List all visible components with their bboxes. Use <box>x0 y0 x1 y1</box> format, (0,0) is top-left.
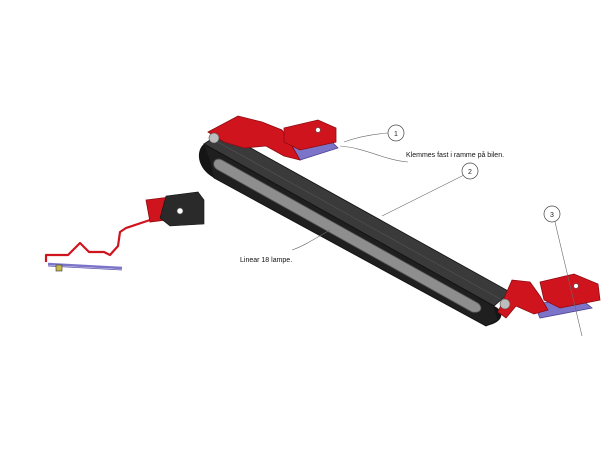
bracket-right-arm <box>497 279 549 319</box>
side-screw <box>55 264 63 272</box>
lamp-bar-end-right <box>486 306 502 326</box>
callout-2-circle <box>461 162 479 180</box>
bracket-left-hole <box>315 127 321 133</box>
bracket-left-pivot <box>208 132 220 144</box>
callout-2-label: Linear 18 lampe. <box>240 257 292 264</box>
callout-1: 1 Klemmes fast i ramme på bilen. <box>339 124 504 163</box>
callout-2-number: 2 <box>468 169 472 176</box>
callout-2-leader <box>381 173 467 217</box>
mount-bracket-left <box>207 115 339 161</box>
callout-3-leader <box>554 221 583 337</box>
callout-1-number: 1 <box>394 131 398 138</box>
mount-bracket-right <box>497 273 601 319</box>
side-base-plate <box>47 262 123 270</box>
bracket-left-arm <box>207 115 301 161</box>
callout-3-circle <box>543 205 561 223</box>
side-bracket-profile <box>44 218 151 262</box>
callout-1-label: Klemmes fast i ramme på bilen. <box>406 151 504 159</box>
callout-1-leader <box>343 132 389 143</box>
callout-1-circle <box>387 124 405 142</box>
lamp-bar-end-left <box>198 144 214 178</box>
lamp-bar <box>198 131 511 327</box>
bracket-right-hole <box>573 283 579 289</box>
callout-2-text-leader <box>291 229 331 251</box>
callout-2: 2 Linear 18 lampe. <box>240 162 479 264</box>
callout-1-text-leader <box>339 145 409 163</box>
callout-3: 3 <box>543 205 583 337</box>
side-view-profile <box>44 191 205 272</box>
lamp-lens <box>213 158 482 313</box>
bracket-right-pivot <box>499 298 511 310</box>
side-bolt <box>176 207 184 215</box>
callout-3-number: 3 <box>550 212 554 219</box>
bracket-left-clamp <box>283 119 337 151</box>
lamp-bar-ridge <box>213 139 503 301</box>
bracket-right-clamp <box>539 273 601 309</box>
